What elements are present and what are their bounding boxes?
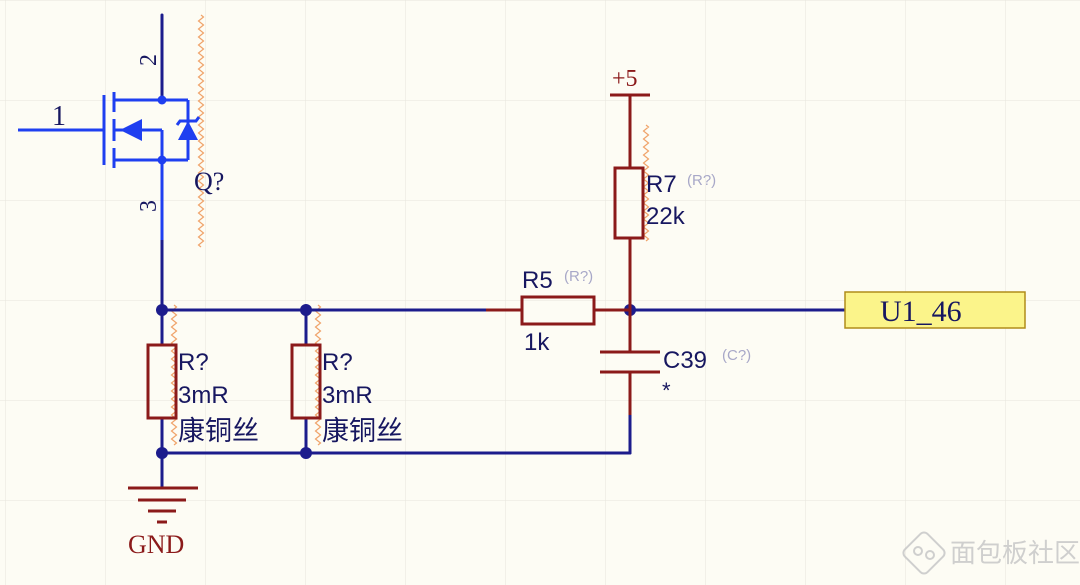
port-label: U1_46 <box>880 295 962 328</box>
junction-dot <box>300 304 312 316</box>
selection-hatch-marks <box>170 14 650 446</box>
shunt-resistor-2[interactable] <box>290 343 322 420</box>
hatch-mark <box>197 14 205 248</box>
junction-dot <box>300 447 312 459</box>
r5-designator: R5 <box>522 267 553 294</box>
resistor-r7[interactable] <box>613 166 645 310</box>
wires <box>160 13 847 490</box>
shunt1-material: 康铜丝 <box>178 416 259 446</box>
r5-value: 1k <box>524 329 550 356</box>
resistor-r5[interactable] <box>486 295 630 326</box>
hatch-mark <box>314 304 322 446</box>
diode-cathode-bar <box>175 116 201 126</box>
junctions <box>156 304 636 459</box>
source-pin-number: 3 <box>136 200 162 212</box>
diode-triangle-icon <box>178 121 198 140</box>
shunt2-material: 康铜丝 <box>322 416 403 446</box>
shunt1-body <box>146 343 178 420</box>
r7-value: 22k <box>646 203 686 230</box>
junction-dot <box>156 304 168 316</box>
shunt2-designator: R? <box>322 349 353 376</box>
mosfet-designator: Q? <box>194 167 224 196</box>
capacitor-c39[interactable] <box>600 310 660 415</box>
net-port-u1-46[interactable] <box>844 291 1026 329</box>
mosfet-node-dot <box>157 155 167 165</box>
hatch-mark <box>642 124 650 242</box>
r7-designator: R7 <box>646 171 677 198</box>
watermark-text: 面包板社区 <box>950 538 1080 568</box>
mosfet-q[interactable] <box>18 92 201 240</box>
junction-dot <box>156 447 168 459</box>
shunt1-designator: R? <box>178 349 209 376</box>
power-port-5v[interactable] <box>610 93 650 168</box>
body-arrow-icon <box>120 119 142 141</box>
shunt-resistor-1[interactable] <box>146 343 178 420</box>
c39-marker: * <box>662 378 671 403</box>
hatch-mark <box>170 304 178 446</box>
r5-ghost-designator: (R?) <box>564 268 593 285</box>
shunt2-body <box>290 343 322 420</box>
ground-symbol[interactable] <box>128 486 198 524</box>
drain-pin-number: 2 <box>136 54 162 66</box>
mosfet-node-dot <box>157 95 167 105</box>
watermark: 面包板社区 <box>902 531 1080 575</box>
ground-label: GND <box>128 530 184 559</box>
shunt1-value: 3mR <box>178 382 229 409</box>
c39-ghost-designator: (C?) <box>722 347 751 364</box>
gate-pin-number: 1 <box>52 101 66 132</box>
c39-designator: C39 <box>663 347 707 374</box>
power-label: +5 <box>612 66 638 92</box>
r7-ghost-designator: (R?) <box>687 172 716 189</box>
shunt2-value: 3mR <box>322 382 373 409</box>
community-logo-icon <box>902 531 946 575</box>
